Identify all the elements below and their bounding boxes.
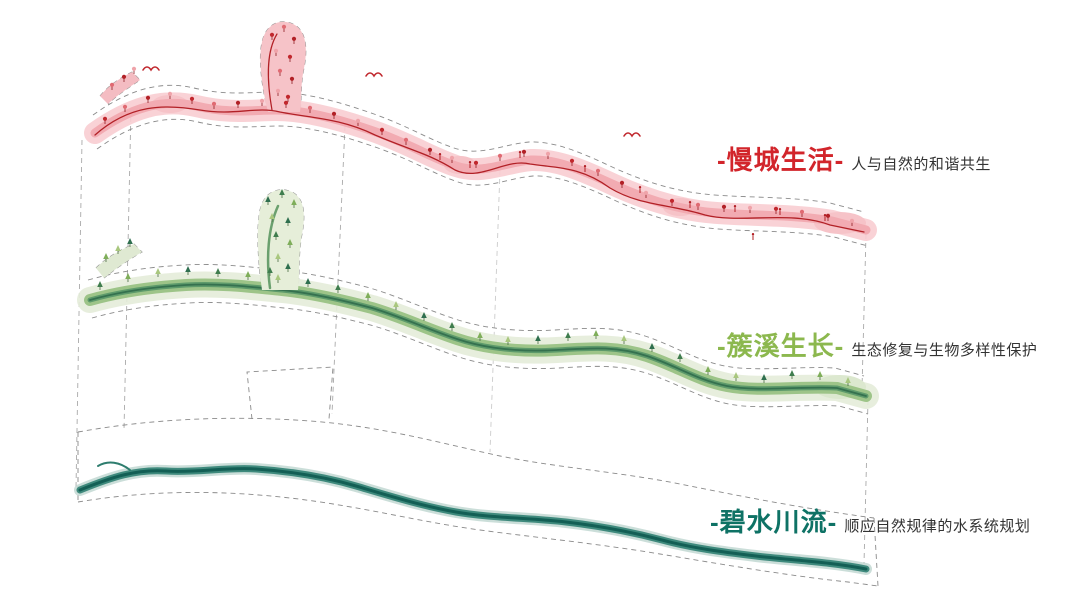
green-branch-stream (266, 204, 280, 290)
layer-title: -碧水川流- (710, 507, 838, 537)
person-icons (438, 151, 827, 240)
bird-icons (142, 66, 641, 138)
layer-subtitle: 顺应自然规律的水系统规划 (844, 518, 1031, 535)
projection-guide-lines (75, 107, 869, 565)
layer-subtitle: 生态修复与生物多样性保护 (851, 342, 1038, 359)
green-tree-icons (97, 189, 851, 386)
green-layer-ribbon (90, 189, 866, 399)
water-branch (97, 461, 131, 471)
green-branch-meadow (257, 189, 304, 290)
red-tree-icons (102, 24, 855, 226)
red-left-branch (100, 72, 140, 104)
red-branch-park (260, 21, 306, 112)
red-layer-ribbon (94, 21, 866, 234)
label-stream-growth: -簇溪生长- 生态修复与生物多样性保护 (717, 326, 1037, 363)
layer-subtitle: 人与自然的和谐共生 (851, 156, 991, 173)
water-line-ribbon (80, 461, 866, 569)
layer-title: -慢城生活- (717, 145, 845, 175)
red-path-line (94, 106, 865, 233)
green-left-branch (96, 244, 142, 278)
label-slow-city-life: -慢城生活- 人与自然的和谐共生 (717, 140, 991, 177)
red-branch-path-line (267, 33, 278, 111)
label-clear-water-flow: -碧水川流- 顺应自然规律的水系统规划 (710, 502, 1030, 539)
layer-title: -簇溪生长- (717, 331, 845, 361)
